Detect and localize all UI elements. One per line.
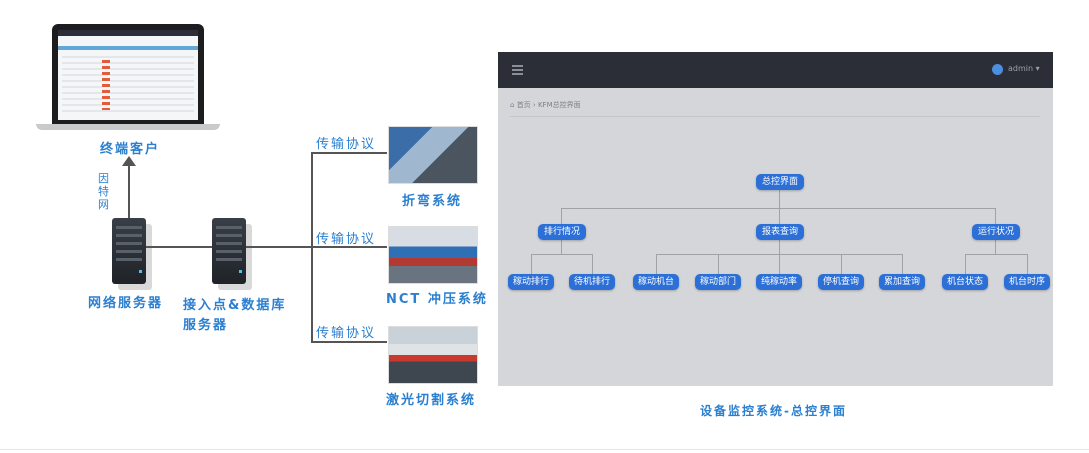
breadcrumb-separator: ›	[532, 101, 536, 109]
system-label-nct: NCT 冲压系统	[386, 292, 488, 307]
protocol-label-3: 传输协议	[316, 326, 377, 341]
tree-leaf-node[interactable]: 待机排行	[569, 274, 615, 290]
mini-status-bars	[102, 60, 110, 110]
mini-row	[62, 80, 194, 82]
nct-punch-machine-photo	[388, 226, 478, 284]
mini-toolbar	[58, 46, 198, 50]
mini-row	[62, 92, 194, 94]
mini-row	[62, 56, 194, 58]
mini-row	[62, 74, 194, 76]
client-label: 终端客户	[100, 142, 161, 157]
protocol-label-2: 传输协议	[316, 232, 377, 247]
tree-connector	[995, 208, 996, 226]
breadcrumb-divider	[510, 116, 1040, 117]
gateway-server-label-2: 服务器	[183, 318, 229, 333]
trunk-line	[246, 246, 312, 248]
tree-connector	[718, 254, 719, 274]
tree-leaf-node[interactable]: 稼动排行	[508, 274, 554, 290]
breadcrumb-home[interactable]: 首页	[516, 101, 531, 109]
mini-row	[62, 110, 194, 112]
bending-machine-photo	[388, 126, 478, 184]
gateway-server-label-1: 接入点&数据库	[183, 298, 287, 313]
tree-connector	[902, 254, 903, 274]
tree-node-ranking[interactable]: 排行情况	[538, 224, 586, 240]
tree-connector	[965, 254, 1027, 255]
tree-leaf-node[interactable]: 累加查询	[879, 274, 925, 290]
internet-link-line	[128, 162, 130, 220]
branch-line-3	[311, 341, 387, 343]
user-name: admin	[1008, 64, 1034, 73]
internet-link-label: 因特网	[98, 172, 109, 211]
dashboard-topbar: admin ▾	[498, 52, 1053, 88]
tree-leaf-node[interactable]: 纯稼动率	[756, 274, 802, 290]
network-server-label: 网络服务器	[88, 296, 164, 311]
tree-leaf-node[interactable]: 停机查询	[818, 274, 864, 290]
mini-topbar	[58, 30, 198, 36]
database-server-icon	[212, 218, 246, 284]
tree-connector	[779, 254, 780, 274]
tree-connector	[592, 254, 593, 274]
tree-connector	[531, 254, 532, 274]
breadcrumb-current: KFM总控界面	[537, 101, 581, 109]
tree-connector	[995, 240, 996, 254]
laptop-base	[36, 124, 220, 130]
tree-node-report[interactable]: 报表查询	[756, 224, 804, 240]
laptop-screen-content	[58, 30, 198, 120]
tree-root-node[interactable]: 总控界面	[756, 174, 804, 190]
branch-line-2	[311, 246, 387, 248]
tree-leaf-node[interactable]: 机台状态	[942, 274, 988, 290]
tree-connector	[779, 208, 780, 226]
dashboard-screenshot: admin ▾ ⌂ 首页 › KFM总控界面 总控界面 排行情况 报表查询 运行…	[498, 52, 1053, 386]
tree-connector	[561, 240, 562, 254]
tree-connector	[779, 190, 780, 208]
tree-connector	[561, 208, 562, 226]
tree-connector	[841, 254, 842, 274]
protocol-label-1: 传输协议	[316, 137, 377, 152]
menu-icon[interactable]	[512, 65, 523, 75]
tree-leaf-node[interactable]: 稼动部门	[695, 274, 741, 290]
system-label-bending: 折弯系统	[402, 194, 463, 209]
mini-row	[62, 104, 194, 106]
breadcrumb: ⌂ 首页 › KFM总控界面	[510, 100, 581, 110]
mini-row	[62, 86, 194, 88]
tree-connector	[1027, 254, 1028, 274]
tree-node-status[interactable]: 运行状况	[972, 224, 1020, 240]
mini-row	[62, 98, 194, 100]
tree-connector	[531, 254, 592, 255]
arrow-up-icon	[122, 156, 136, 166]
system-label-laser: 激光切割系统	[386, 393, 477, 408]
tree-connector	[656, 254, 657, 274]
laser-cutting-machine-photo	[388, 326, 478, 384]
tree-leaf-node[interactable]: 稼动机台	[633, 274, 679, 290]
bottom-divider	[0, 449, 1089, 450]
tree-connector	[561, 208, 995, 209]
home-icon: ⌂	[510, 101, 515, 109]
user-avatar-icon[interactable]	[992, 64, 1003, 75]
branch-line-1	[311, 152, 387, 154]
laptop-icon	[52, 24, 204, 124]
mini-row	[62, 62, 194, 64]
network-server-icon	[112, 218, 146, 284]
tree-connector	[779, 240, 780, 254]
server-link-line	[146, 246, 212, 248]
mini-row	[62, 68, 194, 70]
tree-connector	[965, 254, 966, 274]
dashboard-caption: 设备监控系统-总控界面	[700, 404, 847, 418]
user-menu[interactable]: admin ▾	[1008, 64, 1040, 73]
tree-leaf-node[interactable]: 机台时序	[1004, 274, 1050, 290]
